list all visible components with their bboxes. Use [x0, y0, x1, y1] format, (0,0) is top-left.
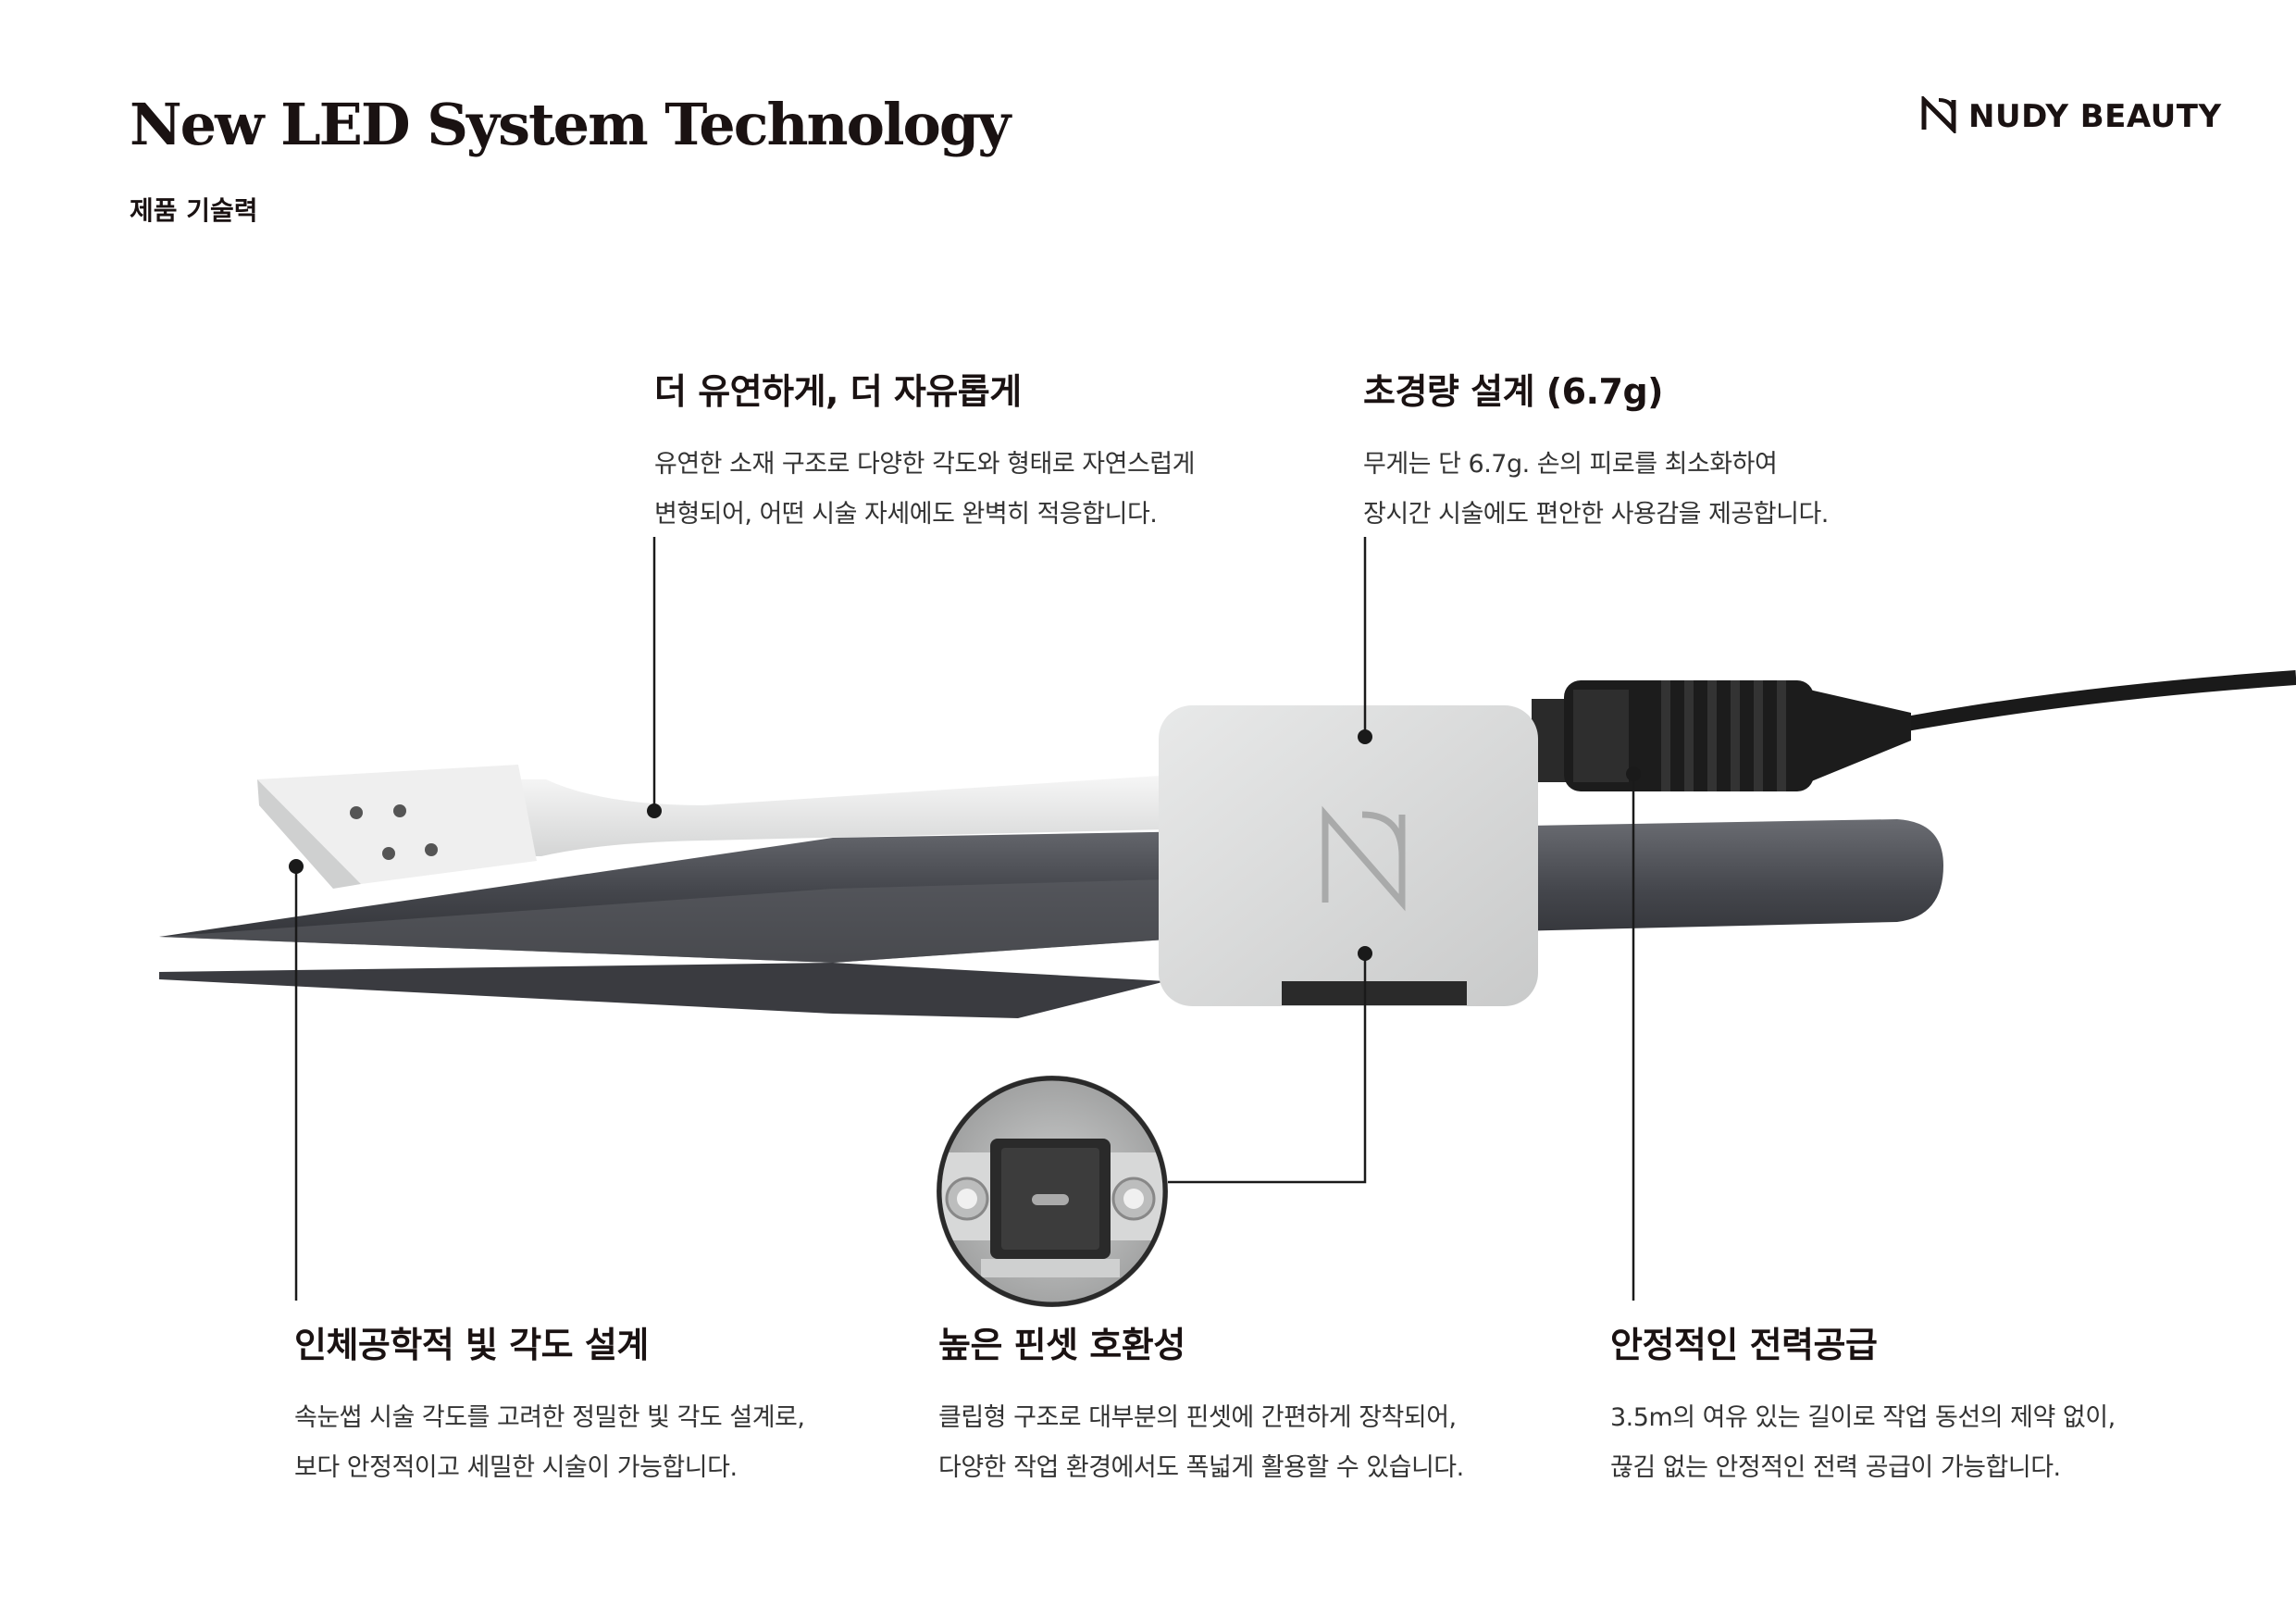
power-cable — [1905, 670, 2296, 731]
feature-description: 유연한 소재 구조로 다양한 각도와 형태로 자연스럽게 변형되어, 어떤 시술… — [654, 450, 1195, 529]
power-connector — [1532, 680, 1911, 791]
brand-logo: NUDY BEAUTY — [1920, 93, 2222, 137]
callout-dots — [289, 729, 1641, 961]
page-title: New LED System Technology — [130, 91, 1011, 158]
feature-title: 인체공학적 빛 각도 설계 — [294, 1325, 649, 1365]
feature-title: 초경량 설계 (6.7g) — [1363, 371, 1664, 412]
feature-description: 무게는 단 6.7g. 손의 피로를 최소화하여 장시간 시술에도 편안한 사용… — [1363, 450, 1829, 529]
feature-title: 더 유연하게, 더 자유롭게 — [654, 371, 1022, 412]
led-stem — [257, 765, 1203, 889]
device-body — [1159, 705, 1538, 1006]
feature-description: 3.5m의 여유 있는 길이로 작업 동선의 제약 없이, 끊김 없는 안정적인… — [1610, 1403, 2116, 1482]
page-subtitle: 제품 기술력 — [130, 195, 258, 226]
feature-flexible: 더 유연하게, 더 자유롭게 유연한 소재 구조로 다양한 각도와 형태로 자연… — [654, 363, 1195, 540]
feature-ergonomic: 인체공학적 빛 각도 설계 속눈썹 시술 각도를 고려한 정밀한 빛 각도 설계… — [294, 1316, 805, 1493]
feature-power: 안정적인 전력공급 3.5m의 여유 있는 길이로 작업 동선의 제약 없이, … — [1610, 1316, 2116, 1493]
feature-compatibility: 높은 핀셋 호환성 클립형 구조로 대부분의 핀셋에 간편하게 장착되어, 다양… — [938, 1316, 1464, 1493]
feature-title: 안정적인 전력공급 — [1610, 1325, 1878, 1365]
clip-detail-inset — [937, 1076, 1168, 1307]
callout-lines — [294, 537, 1635, 1301]
brand-name: NUDY BEAUTY — [1968, 98, 2222, 135]
feature-lightweight: 초경량 설계 (6.7g) 무게는 단 6.7g. 손의 피로를 최소화하여 장… — [1363, 363, 1829, 540]
feature-title: 높은 핀셋 호환성 — [938, 1325, 1185, 1365]
nb-monogram-icon — [1920, 93, 1957, 137]
feature-description: 속눈썹 시술 각도를 고려한 정밀한 빛 각도 설계로, 보다 안정적이고 세밀… — [294, 1403, 805, 1482]
feature-description: 클립형 구조로 대부분의 핀셋에 간편하게 장착되어, 다양한 작업 환경에서도… — [938, 1403, 1464, 1482]
nb-monogram-icon — [1322, 805, 1406, 912]
